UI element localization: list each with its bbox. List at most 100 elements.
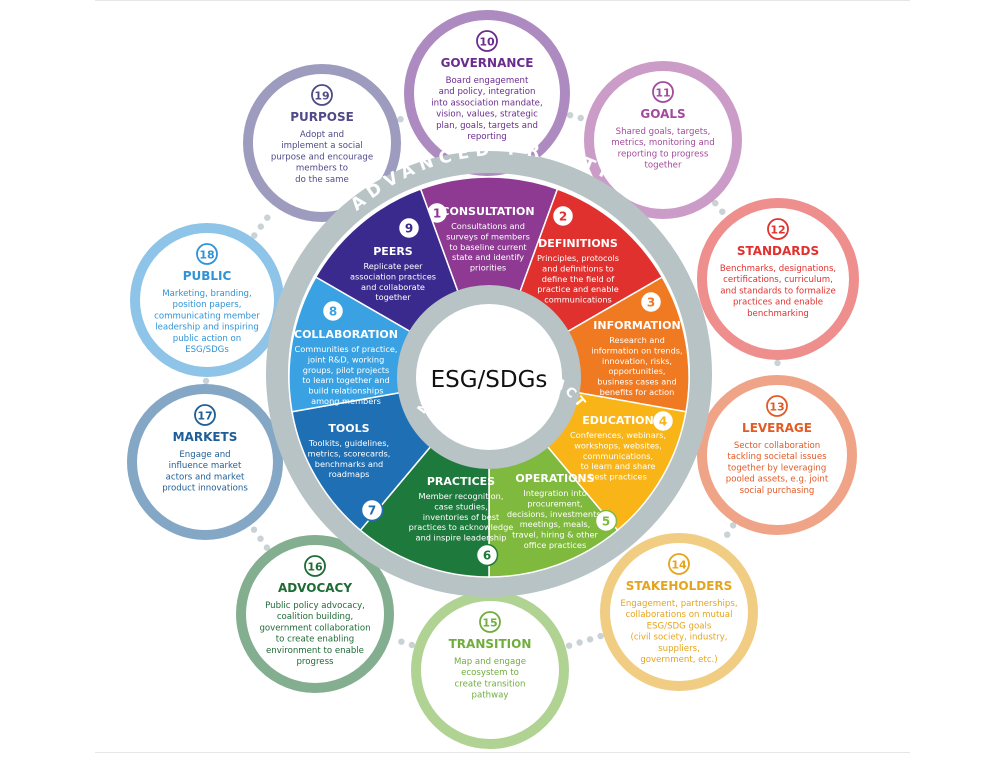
foundational-practice-desc-line: Replicate peer xyxy=(363,261,423,271)
number-badge-label: 9 xyxy=(405,222,413,236)
advanced-practice-desc-line: product innovations xyxy=(162,484,248,494)
advanced-practice-desc-line: practices and enable xyxy=(733,298,823,308)
number-badge xyxy=(639,290,663,314)
number-badge xyxy=(360,498,384,522)
foundational-practice-title: COLLABORATION xyxy=(294,328,398,341)
foundational-practice-desc-line: and inspire leadership xyxy=(416,533,507,543)
advanced-practice-title: STAKEHOLDERS xyxy=(626,579,733,593)
foundational-practice-desc-line: Integration into xyxy=(523,488,586,498)
number-badge-label: 14 xyxy=(671,559,687,572)
connector-dot xyxy=(251,232,258,239)
advanced-practice-desc-line: communicating member xyxy=(154,311,260,321)
number-badge xyxy=(475,543,499,567)
number-badge xyxy=(652,81,674,103)
foundational-practice-title: CONSULTATION xyxy=(441,205,534,218)
advanced-practice-desc-line: pooled assets, e.g. joint xyxy=(726,475,829,485)
advanced-practice-desc-line: Adopt and xyxy=(300,130,344,140)
advanced-practice-desc-line: influence market xyxy=(169,461,242,471)
number-badge-label: 13 xyxy=(769,401,784,414)
advanced-practice-desc-line: environment to enable xyxy=(266,646,364,656)
connector-dot xyxy=(397,116,404,123)
center-circle xyxy=(416,304,562,450)
top-divider xyxy=(95,0,910,1)
foundational-practice-title: DEFINITIONS xyxy=(538,237,618,250)
connector-dot xyxy=(250,526,258,533)
advanced-practice-desc-line: vision, values, strategic xyxy=(436,110,538,120)
advanced-practice-desc-line: benchmarking xyxy=(747,309,809,319)
connector-dot xyxy=(774,359,781,367)
advanced-practice-title: STANDARDS xyxy=(737,244,819,258)
advanced-practice-circle xyxy=(584,61,742,219)
connector-dots xyxy=(202,112,781,649)
foundational-practice-desc-line: groups, pilot projects xyxy=(303,365,390,375)
foundational-practice-desc-line: association practices xyxy=(350,271,436,281)
advanced-practice-desc-line: members to xyxy=(296,164,348,174)
advanced-practice-title: PURPOSE xyxy=(290,110,354,124)
advanced-practice-desc-line: plan, goals, targets and xyxy=(436,121,538,131)
foundational-practice-desc-line: practice and enable xyxy=(537,284,618,294)
foundational-practice-desc-line: communications xyxy=(544,295,612,305)
foundational-practice-desc-line: travel, hiring & other xyxy=(512,530,598,540)
advanced-practice-desc-line: Map and engage xyxy=(454,657,526,667)
advanced-practice-desc-line: create transition xyxy=(455,679,526,689)
advanced-practice-desc-line: reporting xyxy=(467,132,507,142)
connector-dot xyxy=(263,544,271,551)
advanced-practice-desc-line: do the same xyxy=(295,175,349,185)
connector-dot xyxy=(724,531,731,538)
number-badge xyxy=(196,243,218,265)
bottom-divider xyxy=(95,752,910,753)
advanced-practice-desc-line: actors and market xyxy=(166,472,245,482)
foundational-practice-desc-line: Toolkits, guidelines, xyxy=(308,438,389,448)
foundational-practice-desc-line: Principles, protocols xyxy=(537,253,619,263)
number-badge-label: 7 xyxy=(368,504,376,518)
number-badge xyxy=(767,218,789,240)
foundational-practice-desc-line: Conferences, webinars, xyxy=(570,430,666,440)
foundational-practice-desc-line: and collaborate xyxy=(361,282,425,292)
number-badge-label: 17 xyxy=(197,410,212,423)
foundational-practice-title: TOOLS xyxy=(328,422,369,435)
advanced-practice-desc-line: Shared goals, targets, xyxy=(616,127,711,137)
advanced-practice-desc-line: pathway xyxy=(472,691,509,701)
number-badge xyxy=(311,84,333,106)
foundational-practice-desc-line: and definitions to xyxy=(542,263,614,273)
foundational-practice-title: INFORMATION xyxy=(593,319,680,332)
number-badge-label: 6 xyxy=(483,549,491,563)
number-badge-label: 5 xyxy=(602,515,610,529)
advanced-practice-desc-line: ESG/SDGs xyxy=(185,345,229,355)
advanced-practice-desc-line: Board engagement xyxy=(446,76,529,86)
foundational-practice-desc-line: among members xyxy=(311,396,381,406)
advanced-practice-circle xyxy=(697,198,859,360)
foundational-practice-desc-line: innovation, risks, xyxy=(602,356,672,366)
advanced-practice-desc-line: reporting to progress xyxy=(618,149,709,159)
number-badge xyxy=(479,611,501,633)
number-badge-label: 1 xyxy=(433,207,441,221)
foundational-practice-desc-line: metrics, scorecards, xyxy=(308,448,391,458)
foundational-practice-desc-line: state and identify xyxy=(452,252,524,262)
foundational-practice-desc-line: information on trends, xyxy=(591,345,682,355)
foundational-practice-desc-line: to learn and share xyxy=(581,461,656,471)
advanced-practice-title: GOALS xyxy=(640,107,685,121)
number-badge xyxy=(194,404,216,426)
connector-dot xyxy=(257,535,264,542)
advanced-practice-title: ADVOCACY xyxy=(278,581,352,595)
foundational-practice-desc-line: Consultations and xyxy=(451,221,525,231)
number-badge-label: 2 xyxy=(559,210,567,224)
advanced-practice-desc-line: purpose and encourage xyxy=(271,152,373,162)
connector-dot xyxy=(597,632,604,640)
advanced-ring xyxy=(266,151,712,597)
foundational-practice-desc-line: case studies, xyxy=(434,501,487,511)
number-badge-label: 3 xyxy=(647,296,655,310)
number-badge-label: 8 xyxy=(329,305,337,319)
connector-dot xyxy=(576,639,583,646)
foundational-practice-desc-line: to learn together and xyxy=(302,375,389,385)
foundational-practice-desc-line: priorities xyxy=(470,263,506,273)
foundational-practice-desc-line: benefits for action xyxy=(600,387,675,397)
advanced-practice-circle xyxy=(600,533,758,691)
advanced-practice-desc-line: progress xyxy=(296,657,334,667)
